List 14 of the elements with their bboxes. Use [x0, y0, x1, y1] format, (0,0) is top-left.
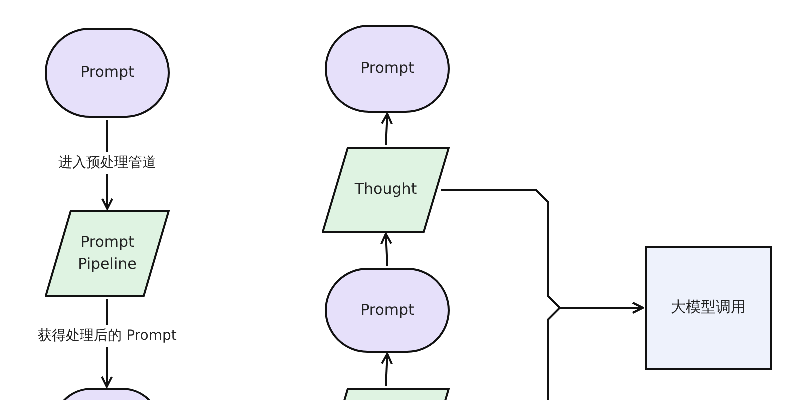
process-box	[645, 246, 772, 370]
node-label: Prompt	[80, 62, 136, 84]
node-label: Thought	[354, 179, 418, 200]
arrow	[381, 353, 394, 386]
arrow	[381, 113, 393, 146]
arrow	[547, 302, 644, 400]
parallelogram-node	[322, 147, 450, 233]
arrow	[380, 233, 392, 266]
node-label: Prompt	[360, 58, 416, 80]
parallelogram-node	[45, 210, 170, 297]
node-label: Prompt Pipeline	[77, 232, 138, 274]
edge-label: 获得处理后的 Prompt	[35, 325, 180, 347]
node-label: Prompt	[360, 300, 416, 321]
node-label: 大模型调用	[670, 297, 747, 318]
